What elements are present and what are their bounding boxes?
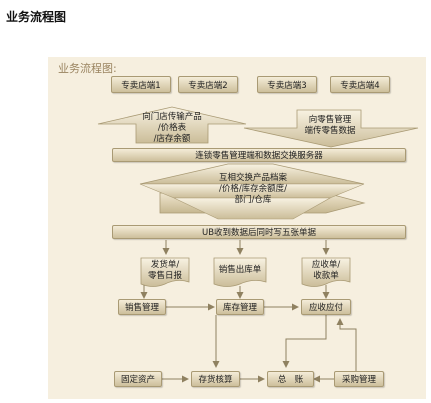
sales-management-box: 销售管理	[118, 299, 166, 315]
fixed-assets-box: 固定资产	[114, 371, 162, 387]
download-arrow-shape	[243, 109, 419, 148]
purchase-management-box: 采购管理	[334, 371, 384, 387]
flow-diagram: 业务流程图: 专卖店端1 专卖店端2 专卖店端3 专卖店端4 向门店传输产品 /…	[48, 57, 426, 399]
download-arrow-label: 向零售管理 端传零售数据	[292, 115, 368, 137]
doc-label-line: 发货单/	[150, 260, 180, 270]
diagram-graphics	[97, 106, 419, 383]
exchange-block-label: 互相交换产品档案 /价格/库存余额度/ 部门/仓库	[188, 173, 318, 206]
doc-label-line: 应收单/	[311, 260, 341, 270]
store-box-2: 专卖店端2	[178, 76, 238, 93]
upload-label-line: 向门店传输产品	[142, 112, 202, 122]
diagram-title: 业务流程图:	[58, 62, 117, 75]
upload-label-line: /店存余额	[153, 134, 191, 144]
doc-label-line: 零售日报	[147, 271, 182, 281]
page-title: 业务流程图	[6, 10, 67, 24]
doc-label-2: 销售出库单	[214, 265, 266, 276]
exchange-label-line: 部门/仓库	[234, 195, 272, 205]
server-bar: 连锁零售管理端和数据交换服务器	[112, 148, 406, 162]
receivable-payable-box: 应收应付	[301, 299, 351, 315]
download-label-line: 端传零售数据	[304, 126, 356, 136]
exchange-label-line: /价格/库存余额度/	[218, 184, 288, 194]
doc-label-line: 收款单	[313, 271, 339, 281]
upload-arrow-label: 向门店传输产品 /价格表 /店存余额	[134, 112, 210, 145]
general-ledger-box: 总 账	[267, 371, 314, 387]
doc-label-3: 应收单/ 收款单	[302, 260, 350, 282]
doc-label-line: 销售出库单	[218, 265, 262, 275]
inventory-accounting-box: 存货核算	[191, 371, 240, 387]
upload-label-line: /价格表	[157, 123, 187, 133]
doc-shape-2	[213, 257, 267, 287]
store-box-4: 专卖店端4	[330, 76, 390, 93]
doc-shape-3	[301, 257, 351, 287]
doc-shape-1	[140, 257, 190, 287]
inventory-management-box: 库存管理	[216, 299, 264, 315]
store-box-1: 专卖店端1	[111, 76, 171, 93]
doc-label-1: 发货单/ 零售日报	[141, 260, 189, 282]
store-box-3: 专卖店端3	[257, 76, 317, 93]
download-label-line: 向零售管理	[308, 115, 352, 125]
exchange-label-line: 互相交换产品档案	[218, 173, 287, 183]
upload-arrow-shape	[97, 106, 247, 144]
receive-bar: UB收到数据后同时写五张单据	[112, 225, 406, 239]
